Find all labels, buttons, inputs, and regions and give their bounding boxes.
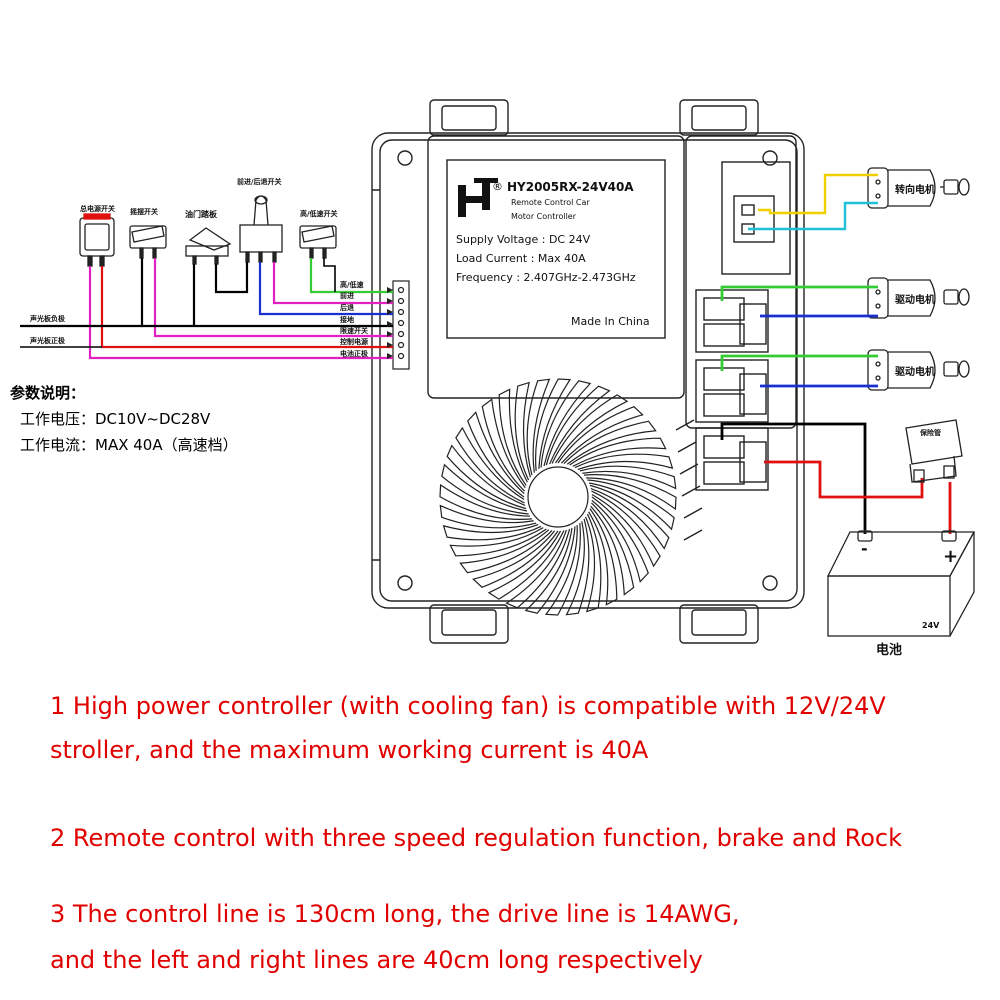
throttle-pedal-icon bbox=[185, 227, 232, 265]
registered-mark: ® bbox=[492, 180, 503, 193]
wire-label-ground: 接地 bbox=[340, 315, 354, 324]
fan-blade-slot bbox=[526, 378, 551, 476]
sound-board-positive-label: 声光板正极 bbox=[29, 336, 66, 345]
controller-housing bbox=[371, 99, 805, 644]
fan-blade-slot bbox=[545, 385, 611, 466]
fan-blade-slot bbox=[565, 518, 590, 616]
rock-switch-label: 摇摆开关 bbox=[130, 207, 158, 216]
battery-icon bbox=[826, 530, 976, 637]
fan-blade-slot bbox=[487, 530, 565, 600]
fan-blade-slot bbox=[585, 513, 602, 613]
cooling-fan-grille bbox=[439, 378, 677, 616]
controller-logo-icon bbox=[458, 178, 498, 217]
fan-blade-slot bbox=[591, 490, 661, 568]
fan-blade-slot bbox=[467, 411, 525, 498]
fan-blade-slot bbox=[442, 524, 542, 541]
fan-blade-slot bbox=[574, 453, 674, 470]
note-3-line-1: 3 The control line is 130cm long, the dr… bbox=[50, 900, 740, 928]
controller-subtitle-1: Remote Control Car bbox=[511, 198, 590, 207]
controller-model: HY2005RX-24V40A bbox=[507, 180, 634, 194]
wire-label-limit: 限速开关 bbox=[340, 326, 368, 335]
fan-blade-slot bbox=[472, 530, 559, 588]
fan-blade-slot bbox=[498, 388, 528, 486]
fan-blade-slot bbox=[569, 437, 667, 467]
fan-blade-slot bbox=[535, 378, 572, 472]
fan-blade-slot bbox=[446, 444, 527, 510]
steering-motor-label: 转向电机 bbox=[895, 183, 935, 196]
params-current: 工作电流：MAX 40A（高速档） bbox=[20, 436, 238, 454]
params-title: 参数说明： bbox=[10, 384, 86, 402]
fan-blade-slot bbox=[505, 528, 571, 609]
controller-subtitle-2: Motor Controller bbox=[511, 212, 577, 221]
note-3-line-2: and the left and right lines are 40cm lo… bbox=[50, 946, 703, 974]
made-in-china: Made In China bbox=[571, 315, 650, 328]
fan-blade-slot bbox=[524, 526, 576, 614]
note-1-line-2: stroller, and the maximum working curren… bbox=[50, 736, 649, 764]
high-low-switch-label: 高/低速开关 bbox=[300, 209, 338, 218]
fan-blade-slot bbox=[481, 398, 526, 492]
fan-blade-slot bbox=[540, 380, 592, 468]
note-1-line-1: 1 High power controller (with cooling fa… bbox=[50, 692, 886, 720]
battery-label: 电池 bbox=[876, 642, 902, 658]
wire-label-reverse: 后退 bbox=[340, 303, 354, 312]
battery-voltage: 24V bbox=[922, 621, 940, 630]
fan-blade-slot bbox=[441, 463, 529, 515]
fan-blade-slot bbox=[439, 504, 537, 529]
fuse-icon bbox=[905, 419, 963, 483]
fan-blade-slot bbox=[579, 465, 677, 490]
fan-blade-slot bbox=[590, 502, 635, 596]
battery-plus: + bbox=[943, 546, 958, 567]
wire-label-high-low: 高/低速 bbox=[340, 280, 364, 289]
high-low-switch-icon bbox=[299, 225, 337, 259]
fan-blade-slot bbox=[557, 406, 644, 464]
battery-minus: - bbox=[861, 539, 868, 558]
fan-blade-slot bbox=[439, 483, 533, 520]
fan-blade-slot bbox=[563, 420, 657, 465]
fan-blade-slot bbox=[591, 496, 649, 583]
fan-hub bbox=[527, 466, 589, 528]
fwd-rev-toggle-switch-icon bbox=[239, 195, 283, 263]
rock-switch-icon bbox=[129, 225, 167, 259]
throttle-label: 油门踏板 bbox=[185, 209, 218, 219]
main-power-switch-icon bbox=[79, 213, 115, 267]
fan-blade-slot bbox=[514, 381, 531, 481]
wire-label-forward: 前进 bbox=[340, 291, 354, 300]
fan-blade-slot bbox=[588, 508, 618, 606]
fuse-label: 保险管 bbox=[919, 428, 941, 437]
fan-blade-slot bbox=[551, 394, 629, 464]
drive-motor-1-icon bbox=[867, 277, 970, 319]
drive-motor-2-icon bbox=[867, 349, 970, 391]
connector-arrows bbox=[387, 287, 393, 359]
drive-motor-1-label: 驱动电机 bbox=[895, 293, 935, 306]
fan-blade-slot bbox=[589, 484, 670, 550]
fan-blade-slot bbox=[455, 426, 525, 504]
fan-blade-slot bbox=[587, 479, 675, 531]
motor-wires bbox=[720, 173, 952, 534]
control-wires bbox=[20, 258, 393, 360]
control-connector bbox=[392, 280, 410, 370]
fan-blade-slot bbox=[544, 522, 581, 616]
fan-blade-slot bbox=[449, 527, 547, 557]
drive-motor-2-label: 驱动电机 bbox=[895, 365, 935, 378]
sound-board-negative-label: 声光板负极 bbox=[29, 314, 66, 323]
fwd-rev-switch-label: 前进/后退开关 bbox=[237, 177, 282, 186]
wiring-diagram: ® HY2005RX-24V40A Remote Control Car Mot… bbox=[20, 99, 976, 658]
fan-blade-slot bbox=[459, 529, 553, 574]
parameter-description: 参数说明： 工作电压：DC10V~DC28V 工作电流：MAX 40A（高速档） bbox=[10, 380, 238, 458]
wire-label-control-power: 控制电源 bbox=[340, 337, 368, 346]
supply-voltage: Supply Voltage : DC 24V bbox=[456, 233, 591, 246]
note-2: 2 Remote control with three speed regula… bbox=[50, 824, 902, 852]
fan-blade-slot bbox=[583, 474, 677, 511]
load-current: Load Current : Max 40A bbox=[456, 252, 586, 265]
main-power-switch-label: 总电源开关 bbox=[80, 204, 115, 213]
wire-label-battery-positive: 电池正极 bbox=[340, 349, 369, 358]
frequency: Frequency : 2.407GHz-2.473GHz bbox=[456, 271, 636, 284]
params-voltage: 工作电压：DC10V~DC28V bbox=[20, 410, 211, 428]
steering-motor-icon bbox=[867, 167, 970, 209]
